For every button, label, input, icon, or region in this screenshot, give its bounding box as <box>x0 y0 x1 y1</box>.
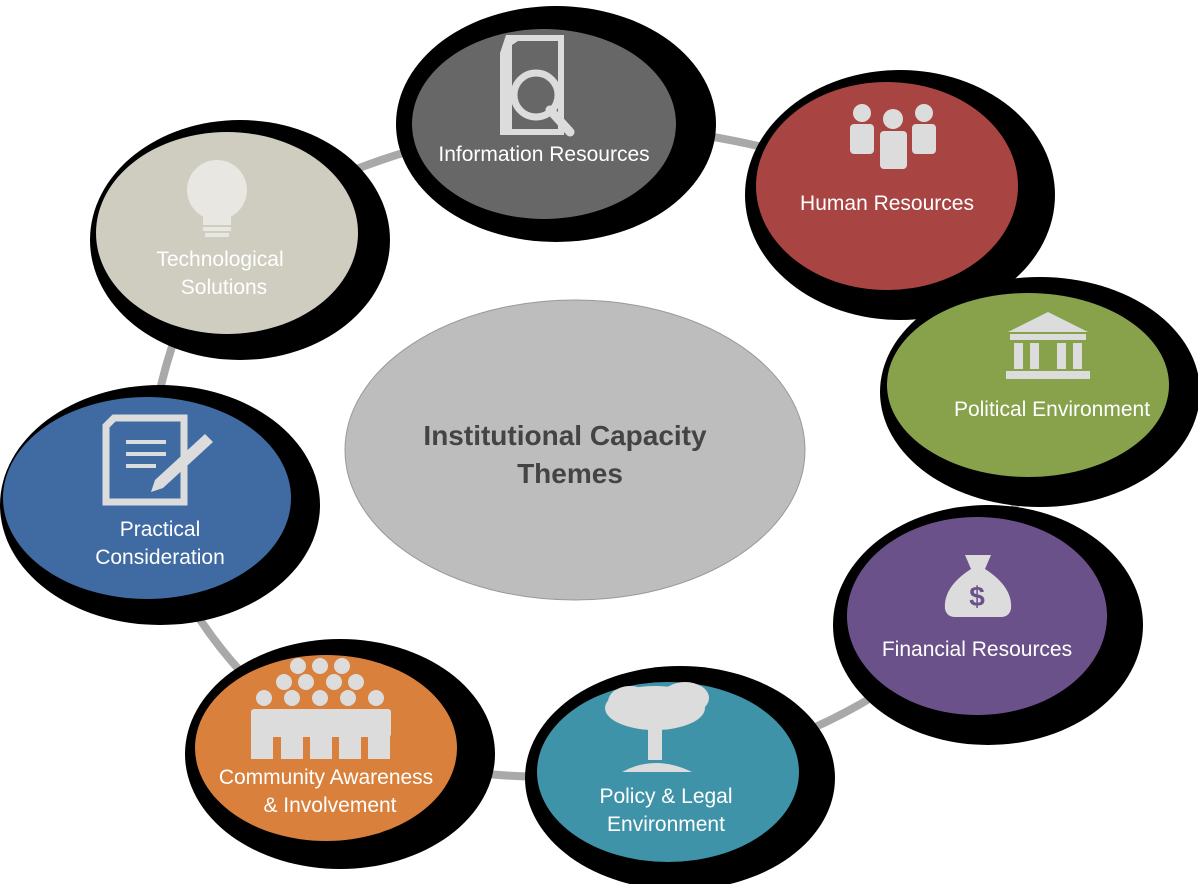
node-human-resources: Human Resources <box>745 70 1055 320</box>
node-label: Human Resources <box>800 192 974 215</box>
document-search-icon <box>500 35 575 137</box>
node-practical-consideration: Practical Consideration <box>0 385 320 625</box>
node-label: Community Awareness <box>219 766 433 789</box>
node-ellipse-practical <box>3 397 291 599</box>
node-ellipse-information <box>412 29 676 219</box>
node-financial-resources: $ Financial Resources <box>833 505 1143 745</box>
center-theme: Institutional Capacity Themes <box>344 299 806 601</box>
node-policy-legal-environment: Policy & Legal Environment <box>525 666 835 884</box>
node-community-awareness-involvement: Community Awareness & Involvement <box>185 639 495 869</box>
node-label: Practical <box>120 518 201 541</box>
node-label: Political Environment <box>954 398 1150 421</box>
node-label: Information Resources <box>438 143 649 166</box>
node-political-environment: Political Environment <box>880 277 1198 507</box>
crowd-icon <box>251 658 391 759</box>
node-technological-solutions: Technological Solutions <box>90 120 390 360</box>
lightbulb-icon <box>187 160 247 237</box>
node-label-line2: Environment <box>607 813 725 836</box>
node-label-line2: Solutions <box>181 276 267 299</box>
node-label-line2: & Involvement <box>263 794 396 817</box>
node-ellipse-political <box>887 293 1169 477</box>
government-building-icon <box>1006 312 1090 379</box>
tree-icon <box>605 682 709 772</box>
document-pen-icon <box>102 414 213 506</box>
svg-text:$: $ <box>969 581 985 612</box>
node-ellipse-human <box>756 82 1018 290</box>
node-label: Policy & Legal <box>599 785 732 808</box>
money-bag-icon: $ <box>944 555 1012 617</box>
node-label: Financial Resources <box>882 638 1072 661</box>
center-title-line1: Institutional Capacity <box>423 420 707 451</box>
center-title-line2: Themes <box>517 458 623 489</box>
node-label: Technological <box>156 248 283 271</box>
node-label-line2: Consideration <box>95 546 225 569</box>
node-information-resources: Information Resources <box>396 6 716 242</box>
people-icon <box>850 104 936 169</box>
